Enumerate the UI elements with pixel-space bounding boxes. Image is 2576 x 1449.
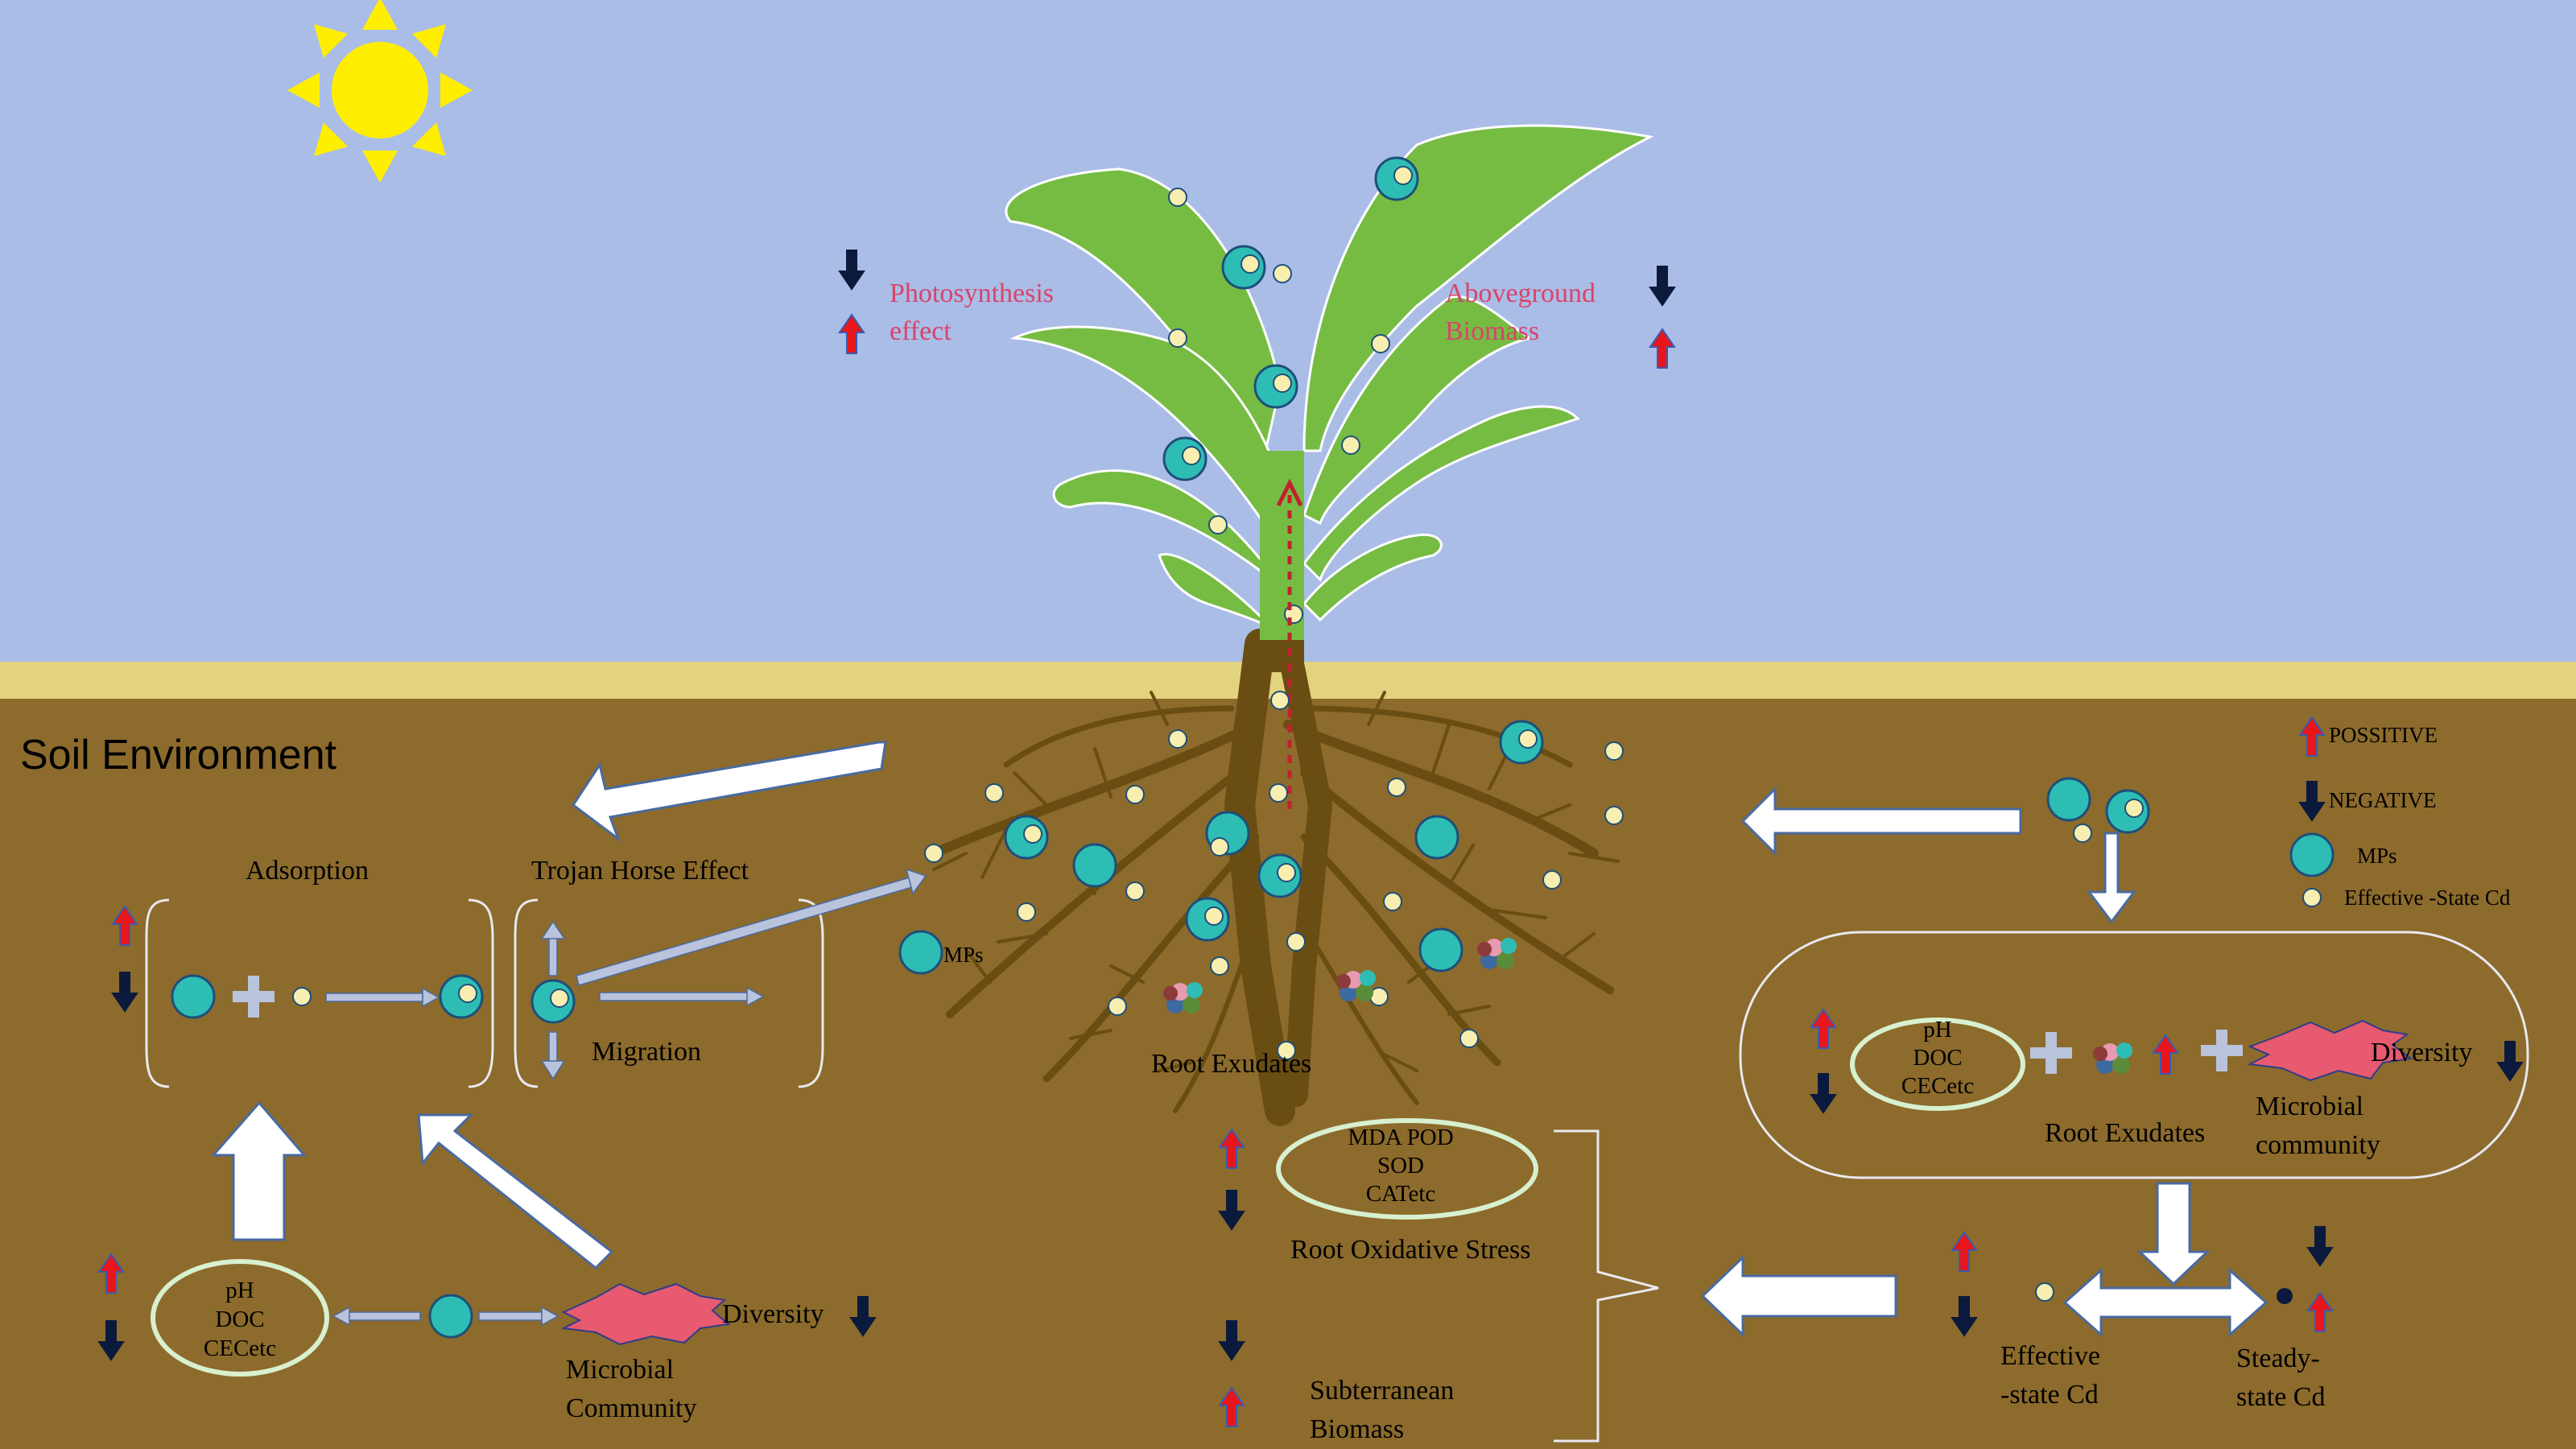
brackets (145, 898, 2529, 1443)
cec-right: CECetc (1901, 1073, 1974, 1099)
root-stress-group (1219, 1118, 1538, 1427)
cat-label: CATetc (1366, 1181, 1436, 1207)
flow-arrows (210, 741, 2268, 1338)
adsorption-group (112, 906, 484, 1019)
legend-positive: POSSITIVE (2329, 723, 2438, 747)
root-oxidative-label: Root Oxidative Stress (1290, 1235, 1530, 1265)
plant-leaves (1005, 124, 1654, 630)
migration-group (530, 868, 927, 1080)
aboveground-label: Aboveground (1445, 279, 1596, 308)
effective-cd-label: Effective (2000, 1341, 2100, 1371)
trojan-horse-label: Trojan Horse Effect (531, 856, 749, 886)
diversity-left-label: Diversity (722, 1299, 824, 1329)
ph-left: pH (225, 1278, 254, 1303)
ph-right: pH (1923, 1017, 1952, 1042)
mps-root-label: MPs (943, 943, 984, 967)
plant-stem (1260, 451, 1304, 660)
steady-cd-label-2: state Cd (2236, 1382, 2325, 1412)
left-soil-properties (98, 1253, 876, 1377)
photosynthesis-label: Photosynthesis (890, 279, 1054, 308)
doc-left: DOC (215, 1307, 264, 1332)
sod-label: SOD (1377, 1153, 1424, 1179)
photosynthesis-label-2: effect (890, 316, 952, 346)
steady-cd-label: Steady- (2236, 1344, 2320, 1373)
legend-cd: Effective -State Cd (2344, 886, 2511, 910)
microbe-icon (560, 1282, 731, 1346)
legend-negative: NEGATIVE (2329, 788, 2436, 812)
effective-cd-label-2: -state Cd (2000, 1380, 2099, 1410)
subterranean-biomass-label: Biomass (1310, 1414, 1404, 1444)
doc-right: DOC (1913, 1045, 1962, 1071)
cec-left: CECetc (204, 1335, 276, 1361)
microbe-icon (2247, 1019, 2413, 1082)
microbial-right-label: Microbial (2256, 1092, 2363, 1121)
community-left-label: Community (566, 1393, 696, 1423)
stem-base (1260, 640, 1304, 672)
root-exudates-right-label: Root Exudates (2045, 1118, 2205, 1148)
aboveground-label-2: Biomass (1445, 316, 1539, 346)
subterranean-label: Subterranean (1310, 1376, 1454, 1406)
right-soil-panel (1810, 777, 2523, 1336)
migration-label: Migration (592, 1037, 701, 1067)
community-right-label: community (2256, 1130, 2380, 1160)
root-exudates-label: Root Exudates (1151, 1049, 1311, 1079)
adsorption-label: Adsorption (246, 856, 369, 886)
diversity-right-label: Diversity (2371, 1038, 2473, 1067)
mda-pod-label: MDA POD (1348, 1125, 1453, 1150)
soil-environment-label: Soil Environment (20, 732, 337, 778)
arrow-to-soil-left (571, 741, 887, 843)
transport-arrow (1276, 478, 1303, 809)
legend-mps: MPs (2357, 844, 2397, 868)
microbial-left-label: Microbial (566, 1355, 674, 1385)
sun-icon (287, 0, 473, 183)
